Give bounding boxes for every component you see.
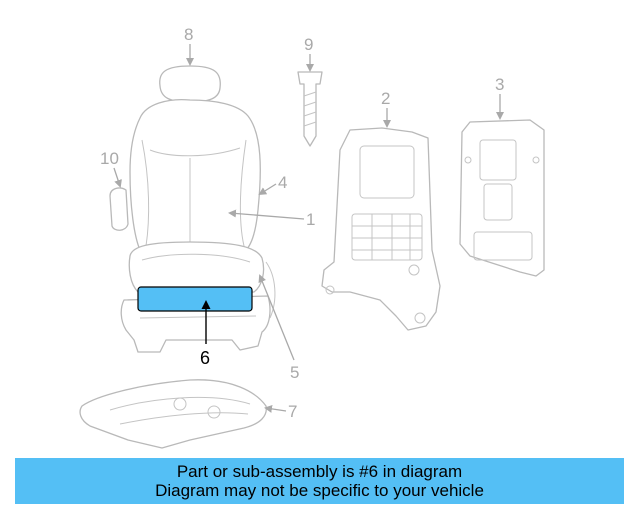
part-7-cushion-pan xyxy=(79,379,267,449)
callout-8: 8 xyxy=(184,25,193,44)
part-9-clip xyxy=(297,71,323,147)
callout-7: 7 xyxy=(288,402,297,421)
seat-back xyxy=(129,98,261,251)
callout-4: 4 xyxy=(278,173,287,192)
footer-banner: Part or sub-assembly is #6 in diagram Di… xyxy=(15,458,624,504)
callout-9: 9 xyxy=(304,35,313,54)
footer-line-2: Diagram may not be specific to your vehi… xyxy=(155,481,484,500)
callout-6: 6 xyxy=(200,348,210,368)
callout-10: 10 xyxy=(100,149,119,168)
part-6-highlight xyxy=(137,286,253,312)
seat-cushion xyxy=(128,241,265,293)
part-3-back-panel xyxy=(459,119,545,277)
footer-line-1: Part or sub-assembly is #6 in diagram xyxy=(176,462,463,481)
headrest xyxy=(159,65,221,103)
recliner-handle xyxy=(109,187,129,231)
part-2-seatback-frame xyxy=(321,127,441,331)
callout-5: 5 xyxy=(290,363,299,382)
callout-3: 3 xyxy=(495,75,504,94)
callout-1: 1 xyxy=(306,210,315,229)
callout-2: 2 xyxy=(381,89,390,108)
